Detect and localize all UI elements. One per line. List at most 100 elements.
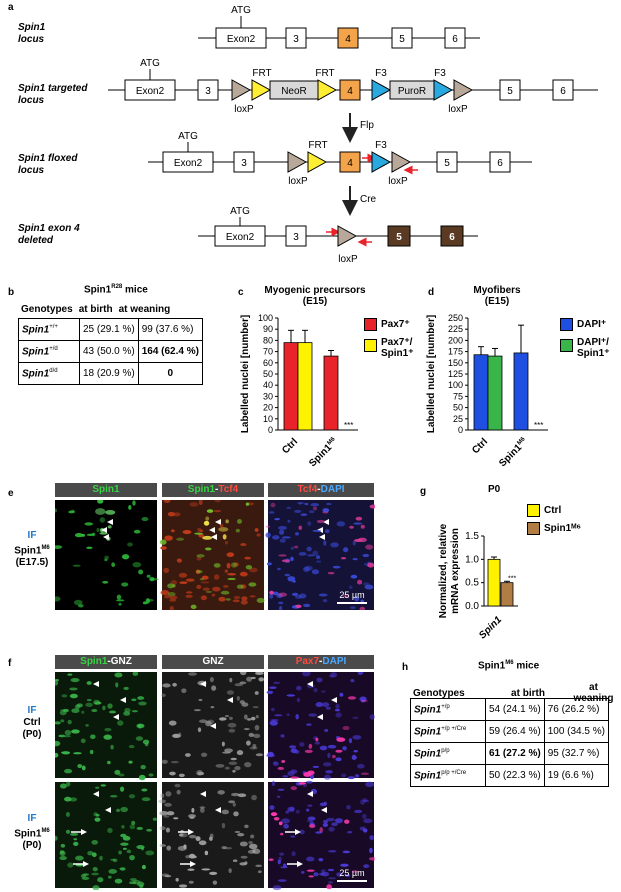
arrowhead-marker (105, 807, 111, 813)
nucleus (306, 820, 311, 823)
deleted-locus: ATG Exon2 3 loxP 5 6 (198, 206, 478, 265)
nucleus (174, 783, 181, 788)
nucleus (227, 722, 237, 728)
nucleus (99, 517, 106, 523)
nucleus (178, 572, 188, 578)
nucleus (287, 519, 291, 523)
nucleus (160, 793, 165, 799)
nucleus (128, 505, 132, 510)
nucleus (211, 685, 217, 691)
panel-g-label: g (420, 486, 427, 497)
nucleus (199, 806, 206, 809)
nucleus (294, 509, 302, 513)
svg-text:4: 4 (347, 158, 353, 169)
nucleus (220, 590, 230, 595)
nucleus (272, 761, 278, 765)
wildtype-locus: ATG Exon2 3 4 5 6 (198, 5, 480, 49)
nucleus (313, 872, 319, 877)
nucleus (81, 876, 90, 880)
nucleus (290, 786, 297, 791)
nucleus (150, 578, 159, 581)
nucleus (212, 586, 221, 592)
arrow-head (190, 861, 196, 867)
bar (487, 355, 503, 431)
nucleus (127, 542, 133, 547)
arrowhead-marker (93, 681, 99, 687)
nucleus (67, 719, 72, 725)
nucleus (233, 596, 241, 599)
nucleus (58, 734, 66, 738)
arrow-head (81, 829, 87, 835)
nucleus (336, 872, 343, 877)
panel-e-header-1: Spin1 (55, 483, 157, 497)
svg-text:Exon2: Exon2 (136, 86, 165, 97)
nucleus (231, 792, 240, 797)
nucleus (245, 502, 250, 506)
nucleus (225, 519, 229, 524)
nucleus (254, 528, 259, 532)
panel-f-micrographs: 25 µm (55, 672, 375, 890)
nucleus (244, 824, 249, 829)
nucleus (355, 516, 363, 521)
nucleus (115, 682, 119, 688)
nucleus (287, 576, 296, 582)
nucleus (213, 563, 221, 568)
nucleus (299, 593, 307, 599)
nucleus (188, 853, 196, 859)
panel-e-micrographs: 25 µm (55, 500, 375, 610)
nucleus (217, 790, 225, 795)
nucleus (253, 733, 261, 739)
nucleus (243, 727, 250, 731)
nucleus (71, 729, 80, 734)
nucleus (316, 677, 323, 683)
nucleus (342, 594, 350, 598)
nucleus (309, 820, 314, 826)
nucleus (361, 699, 368, 702)
svg-text:6: 6 (449, 232, 455, 243)
nucleus (190, 604, 197, 610)
nucleus (237, 793, 247, 798)
nucleus (326, 502, 332, 506)
nucleus (91, 840, 99, 845)
svg-text:F3: F3 (375, 140, 387, 151)
nucleus (82, 873, 89, 876)
nucleus (72, 564, 81, 567)
y-tick-label: 25 (453, 414, 463, 424)
nucleus (70, 678, 80, 683)
nucleus (286, 506, 292, 509)
y-tick-label: 20 (263, 403, 273, 413)
nucleus (327, 752, 331, 759)
nucleus (204, 850, 209, 856)
nucleus (228, 800, 236, 804)
nucleus (281, 536, 291, 539)
svg-text:3: 3 (293, 232, 299, 243)
nucleus (227, 573, 237, 576)
nucleus (280, 832, 284, 836)
nucleus (104, 727, 112, 732)
nucleus (248, 582, 257, 587)
nucleus (197, 727, 202, 733)
nucleus (60, 843, 66, 848)
nucleus (90, 734, 96, 740)
nucleus (266, 754, 276, 758)
y-tick-label: 175 (448, 347, 463, 357)
nucleus (218, 527, 229, 532)
nucleus (278, 856, 282, 862)
nucleus (55, 596, 61, 602)
nucleus (223, 585, 229, 588)
nucleus (107, 525, 112, 529)
nucleus (71, 509, 75, 513)
bar (513, 352, 529, 431)
nucleus (266, 690, 274, 694)
svg-text:4: 4 (347, 86, 353, 97)
nucleus (283, 823, 289, 829)
nucleus (342, 850, 350, 854)
nucleus (95, 508, 106, 515)
nucleus (327, 744, 337, 749)
nucleus (202, 587, 210, 591)
nucleus (311, 569, 320, 575)
legend-label-pax7: Pax7⁺ (381, 319, 410, 330)
nucleus (132, 500, 136, 506)
nucleus (55, 752, 59, 758)
